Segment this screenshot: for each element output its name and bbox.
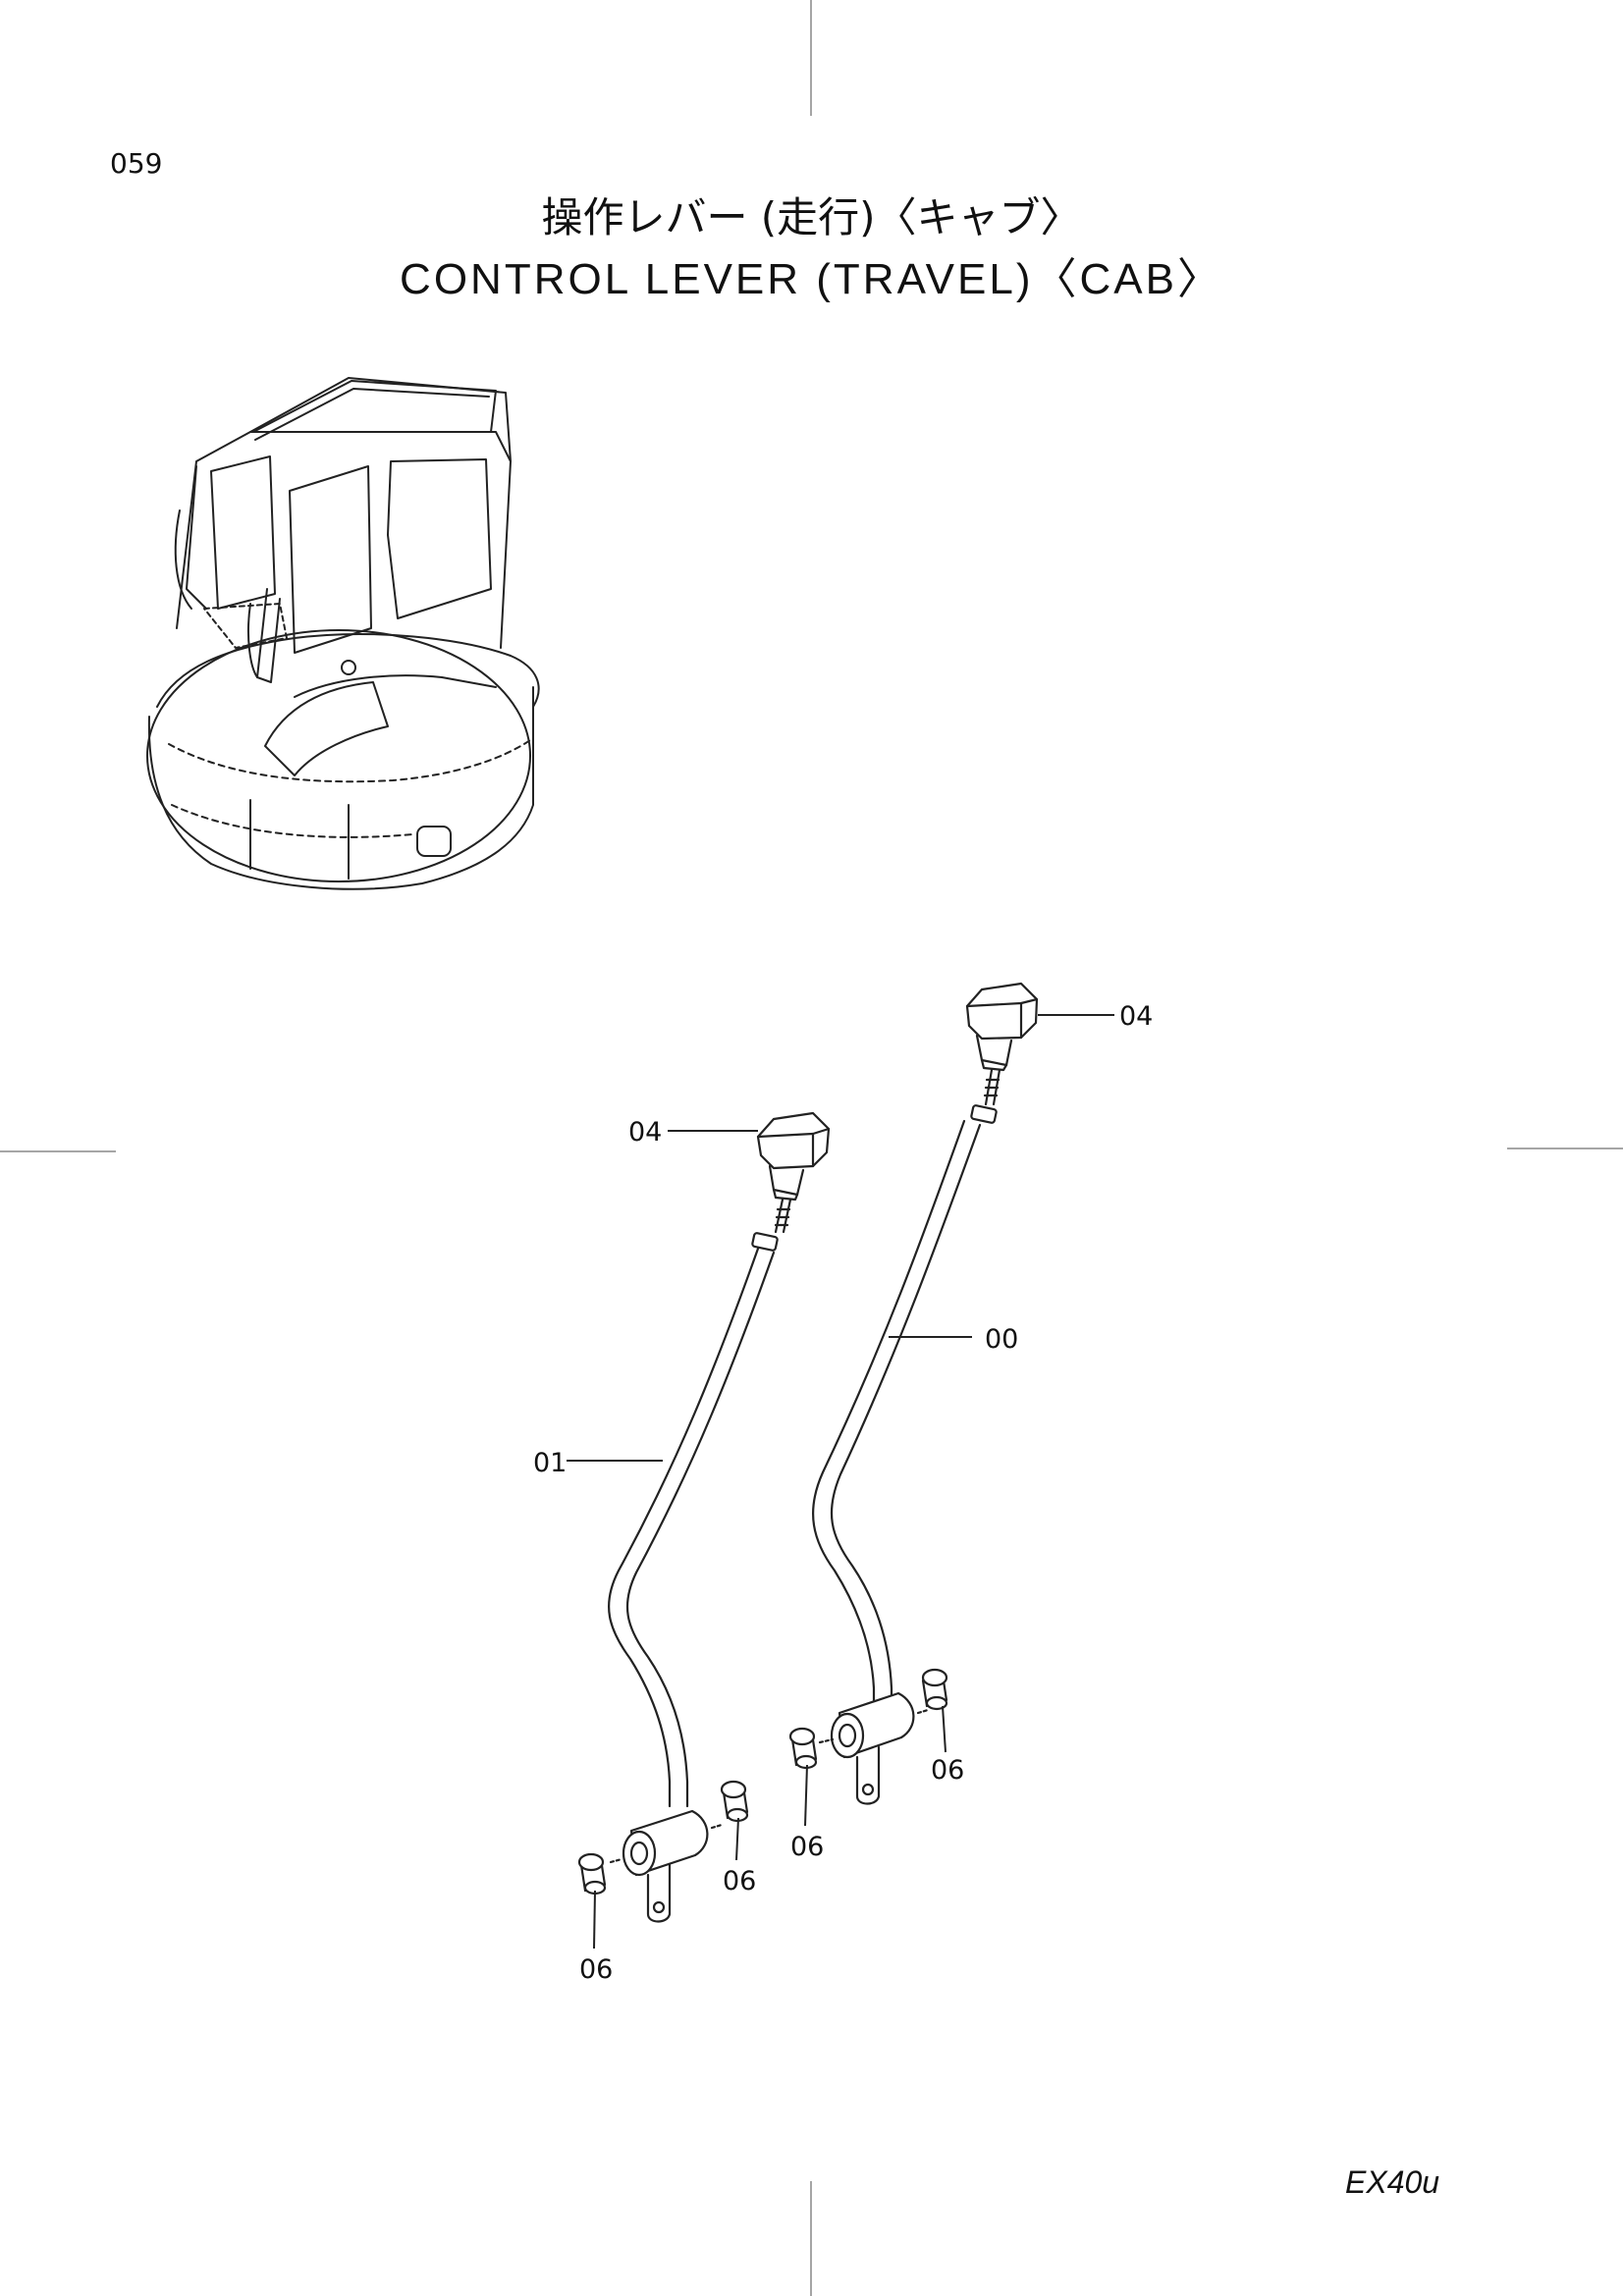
- lever-right-shaft: [812, 1119, 982, 1710]
- lever-left-shaft: [608, 1247, 776, 1808]
- cab-front-window: [387, 458, 492, 619]
- control-lever-right-assembly: [812, 982, 1039, 1805]
- callout-knob-right: 04: [1119, 1001, 1153, 1032]
- bushing-left-upper: [720, 1780, 749, 1823]
- callout-bushing-right-upper: 06: [931, 1755, 964, 1786]
- callout-lever-left: 01: [533, 1448, 567, 1478]
- callout-bushing-left-upper: 06: [723, 1866, 756, 1896]
- model-code: EX40u: [1345, 2164, 1440, 2200]
- page-number: 059: [110, 147, 163, 180]
- cab-frame: [176, 431, 512, 649]
- knob-right: [965, 982, 1039, 1072]
- leader-lines: [567, 1014, 1114, 1949]
- callout-lever-right: 00: [985, 1324, 1018, 1355]
- callout-bushing-left-lower: 06: [579, 1954, 613, 1985]
- cab-side-window: [210, 455, 276, 610]
- bushing-right-lower: [788, 1727, 818, 1770]
- page-title-japanese: 操作レバー (走行)〈キャブ〉: [541, 193, 1082, 241]
- callout-knob-left: 04: [628, 1117, 662, 1148]
- excavator-cab-illustration: [146, 377, 540, 890]
- knob-left: [756, 1111, 831, 1201]
- cab-base-body: [146, 629, 531, 882]
- cab-base-skirt: [147, 686, 534, 890]
- cab-roof: [252, 380, 497, 433]
- callout-bushing-right-lower: 06: [790, 1832, 824, 1862]
- control-lever-left-assembly: [608, 1111, 831, 1923]
- cab-base-top-rim: [156, 633, 540, 708]
- bushings: [577, 1668, 948, 1896]
- cab-door-window: [289, 465, 372, 654]
- page-title-english: CONTROL LEVER (TRAVEL)〈CAB〉: [400, 255, 1223, 303]
- bushing-left-lower: [577, 1852, 607, 1896]
- bushing-right-upper: [921, 1668, 948, 1711]
